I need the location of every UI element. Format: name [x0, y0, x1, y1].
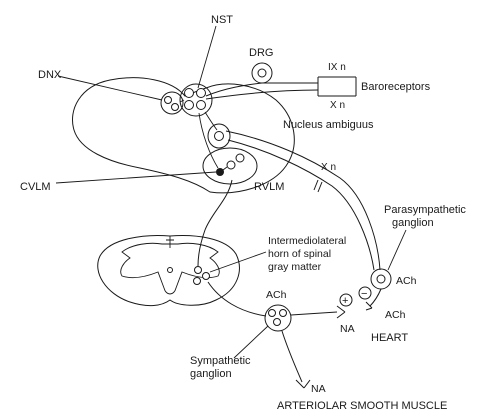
heart-na-terminal: [336, 305, 346, 319]
x-nerve-afferent-fiber: [205, 89, 319, 100]
central-canal-fissure: [166, 236, 174, 248]
vlm-outline: [202, 147, 258, 185]
dnx-neuron: [171, 103, 179, 111]
preganglionic-sympathetic-fiber: [207, 281, 267, 317]
nst-to-dnx-line: [179, 99, 185, 103]
baroreceptors-label: Baroreceptors: [361, 81, 431, 93]
ach-parasympathetic-label: ACh: [396, 275, 417, 287]
na-muscle-label: NA: [311, 383, 326, 395]
rvlm-neuron: [226, 160, 236, 170]
intermediolateral-neuron: [202, 272, 210, 280]
parasympathetic-label-line1: Parasympathetic: [384, 204, 466, 216]
ix-nerve-label: IX n: [328, 62, 346, 73]
vagal-cut-mark: [313, 179, 319, 191]
plus-sign-circle: [339, 293, 353, 307]
parasympathetic-to-heart-fiber: [369, 288, 382, 307]
nst-nucleus-outline: [179, 83, 213, 117]
vagal-efferent-fiber-1: [225, 130, 381, 271]
parasympathetic-neuron: [376, 274, 386, 284]
parasympathetic-pointer-line: [387, 229, 407, 271]
sympathetic-label-line2: ganglion: [190, 368, 232, 380]
vagal-efferent-fiber-2: [227, 139, 375, 271]
nst-to-ambiguus-line: [204, 111, 218, 131]
cvlm-neuron: [216, 168, 224, 176]
postganglionic-to-heart-fiber: [290, 311, 338, 316]
nst-neuron: [184, 100, 194, 110]
sympathetic-ganglion-outline: [264, 304, 292, 332]
drg-neuron: [257, 68, 267, 78]
nst-neuron: [196, 88, 206, 98]
heart-ach-terminal: [365, 301, 373, 311]
minus-sign: −: [361, 288, 367, 300]
sympathetic-neuron: [273, 318, 281, 326]
na-heart-label: NA: [340, 323, 355, 335]
dnx-pointer-line: [57, 75, 163, 101]
nst-pointer-line: [197, 25, 217, 89]
central-canal: [167, 267, 173, 273]
nucleus-ambiguus-neuron: [214, 131, 224, 141]
ach-sympathetic-label: ACh: [266, 289, 287, 301]
intermediolateral-label-line1: Intermediolateral: [268, 235, 346, 247]
plus-sign: +: [342, 295, 348, 307]
rvlm-label: RVLM: [254, 181, 284, 193]
baroreceptor-terminals: [317, 76, 357, 97]
dnx-label: DNX: [38, 69, 62, 81]
x-nerve-lower-label: X n: [321, 162, 336, 173]
intermediolateral-label-line2: horn of spinal: [268, 248, 331, 260]
sympathetic-label-line1: Sympathetic: [190, 355, 251, 367]
parasympathetic-label-line2: ganglion: [392, 217, 434, 229]
dnx-nucleus-outline: [160, 91, 184, 115]
drg-to-nst-fiber: [205, 82, 263, 97]
cvlm-label: CVLM: [20, 181, 51, 193]
nucleus-ambiguus-outline: [207, 123, 231, 149]
minus-sign-circle: [358, 286, 372, 300]
nst-neuron: [184, 88, 194, 98]
cvlm-pointer-line: [55, 171, 217, 184]
postganglionic-to-muscle-fiber: [281, 330, 303, 383]
medulla-outline: [72, 77, 295, 194]
gray-matter-outline: [120, 242, 220, 295]
spinal-cord-outline: [97, 235, 240, 307]
nucleus-ambiguus-label: Nucleus ambiguus: [283, 119, 374, 131]
sympathetic-neuron: [268, 309, 276, 317]
dnx-neuron: [164, 96, 172, 104]
nst-neuron: [196, 100, 206, 110]
vagal-cut-mark: [317, 181, 323, 193]
intermediolateral-pointer-line: [209, 251, 267, 273]
heart-label: HEART: [371, 332, 408, 344]
muscle-na-terminal: [295, 379, 311, 389]
cvlm-to-rvlm-line: [222, 166, 228, 171]
rvlm-neuron: [235, 153, 245, 163]
sympathetic-pointer-line: [233, 325, 269, 359]
ach-heart-label: ACh: [385, 309, 406, 321]
sympathetic-neuron: [279, 309, 287, 317]
intermediolateral-neuron: [193, 277, 201, 285]
nst-label: NST: [211, 14, 233, 26]
intermediolateral-label-line3: gray matter: [268, 261, 322, 273]
intermediolateral-neuron: [194, 266, 202, 274]
arteriolar-smooth-muscle-label: ARTERIOLAR SMOOTH MUSCLE: [277, 400, 447, 412]
x-nerve-upper-label: X n: [330, 100, 345, 111]
rvlm-descending-fiber: [197, 179, 233, 267]
drg-label: DRG: [249, 47, 273, 59]
nst-to-cvlm-line: [198, 112, 219, 169]
